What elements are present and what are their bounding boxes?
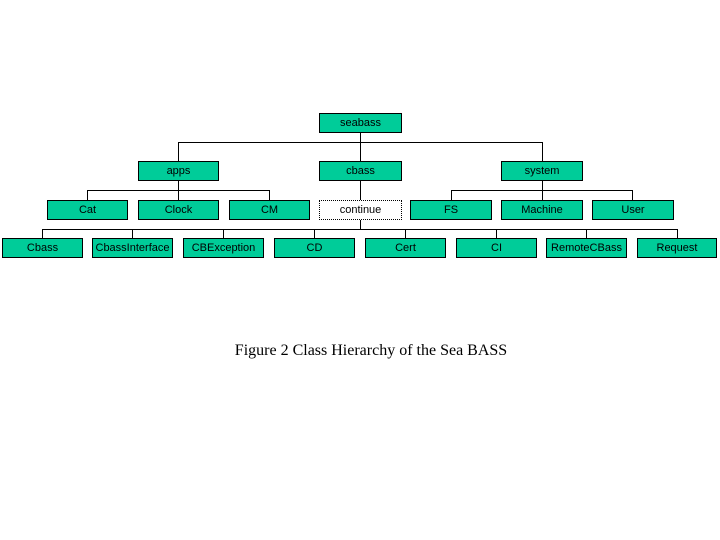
node-cbass: cbass xyxy=(319,161,402,181)
node-cm: CM xyxy=(229,200,310,220)
node-system: system xyxy=(501,161,583,181)
node-cbassinterface: CbassInterface xyxy=(92,238,173,258)
figure-caption: Figure 2 Class Hierarchy of the Sea BASS xyxy=(234,342,508,359)
node-cbass-class: Cbass xyxy=(2,238,83,258)
node-fs: FS xyxy=(410,200,492,220)
node-cbexception: CBException xyxy=(183,238,264,258)
node-machine: Machine xyxy=(501,200,583,220)
node-cat: Cat xyxy=(47,200,128,220)
node-request: Request xyxy=(637,238,717,258)
node-cert: Cert xyxy=(365,238,446,258)
node-clock: Clock xyxy=(138,200,219,220)
node-ci: CI xyxy=(456,238,537,258)
node-cd: CD xyxy=(274,238,355,258)
node-user: User xyxy=(592,200,674,220)
node-continue: continue xyxy=(319,200,402,220)
node-remotecbass: RemoteCBass xyxy=(546,238,627,258)
node-seabass: seabass xyxy=(319,113,402,133)
node-apps: apps xyxy=(138,161,219,181)
